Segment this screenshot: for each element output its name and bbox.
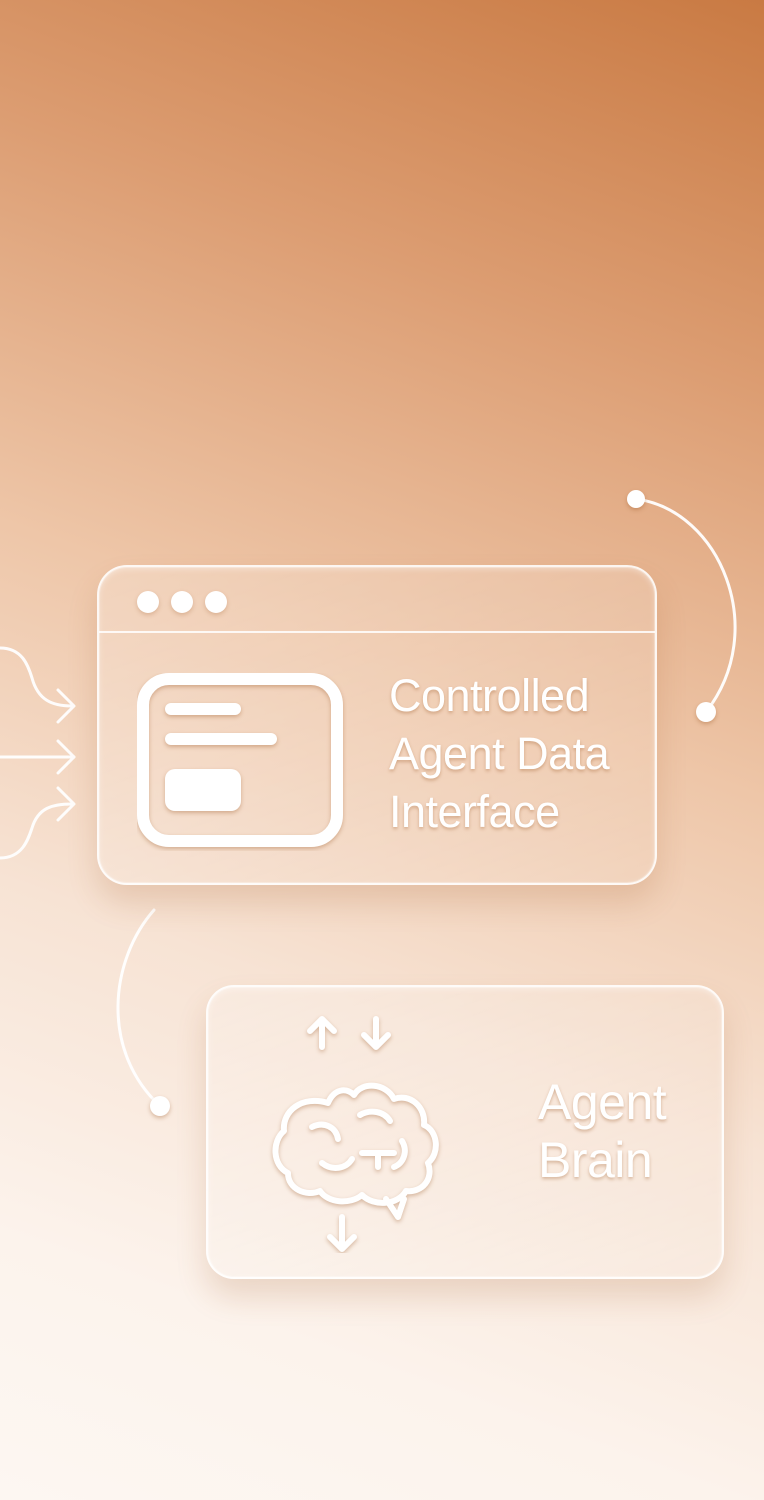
- interface-node-label: Controlled Agent Data Interface: [389, 667, 610, 841]
- incoming-line-top: [0, 646, 74, 708]
- connector-left-curve: [116, 908, 162, 1108]
- interface-node-card: Controlled Agent Data Interface: [97, 565, 657, 885]
- brain-label-line: Brain: [538, 1132, 653, 1188]
- window-control-dot: [137, 591, 159, 613]
- brain-node-label: Agent Brain: [538, 1073, 667, 1189]
- incoming-arrowhead-bottom: [56, 786, 76, 822]
- interface-label-line: Agent Data: [389, 728, 610, 779]
- connector-end-dot: [696, 702, 716, 722]
- connector-end-dot: [150, 1096, 170, 1116]
- interface-label-line: Controlled: [389, 670, 590, 721]
- connector-end-dot: [627, 490, 645, 508]
- brain-icon: [272, 1016, 439, 1252]
- document-window-icon: [137, 673, 343, 847]
- incoming-arrowhead-top: [56, 688, 76, 724]
- brain-label-line: Agent: [538, 1074, 667, 1130]
- title-bar-divider: [99, 631, 655, 633]
- interface-label-line: Interface: [389, 786, 560, 837]
- incoming-arrowhead-middle: [56, 739, 76, 775]
- incoming-line-bottom: [0, 802, 74, 860]
- brain-node-card: Agent Brain: [206, 985, 724, 1279]
- connector-right-curve: [634, 497, 737, 714]
- window-control-dot: [171, 591, 193, 613]
- window-control-dot: [205, 591, 227, 613]
